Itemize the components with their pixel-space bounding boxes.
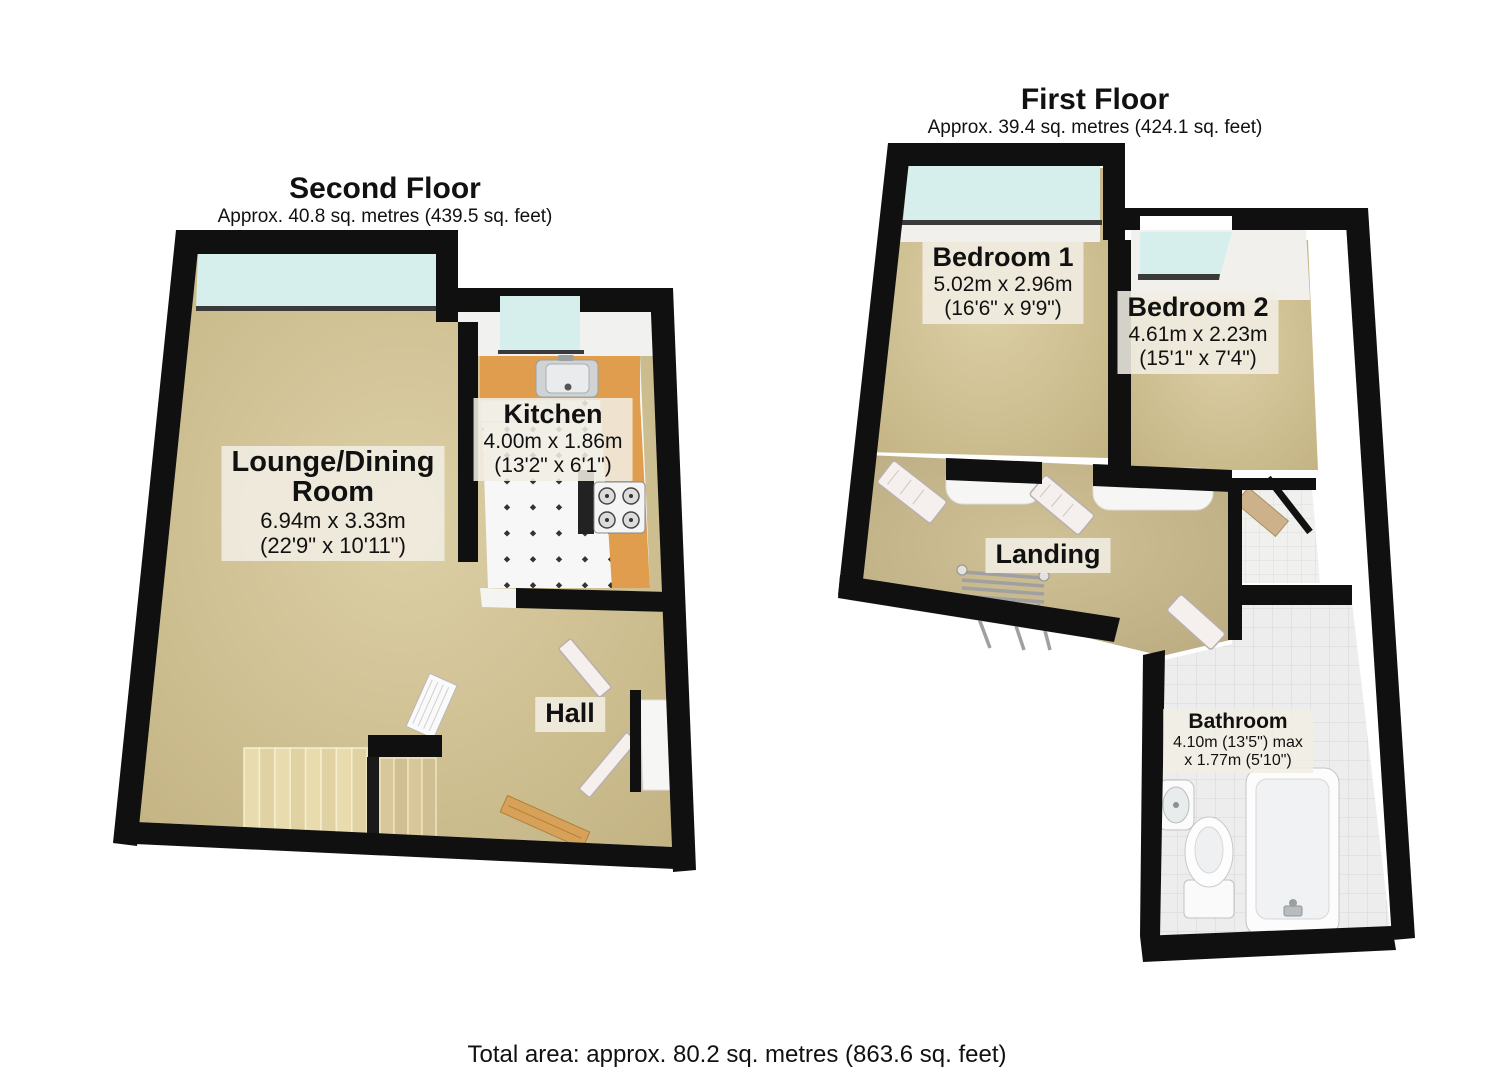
bathroom-basin (1157, 779, 1195, 831)
lounge-dims-metric: 6.94m x 3.33m (260, 507, 406, 533)
second-floor-walls (113, 230, 696, 872)
bedroom2-name: Bedroom 2 (1127, 292, 1269, 322)
bathroom-door (1166, 594, 1226, 650)
kitchen-label: Kitchen 4.00m x 1.86m (13'2" x 6'1") (473, 398, 633, 481)
hall-name: Hall (545, 698, 595, 728)
bedroom2-dims-metric: 4.61m x 2.23m (1128, 322, 1268, 346)
landing-label: Landing (985, 538, 1111, 573)
second-floor-subtitle: Approx. 40.8 sq. metres (439.5 sq. feet) (217, 206, 553, 227)
kitchen-dims-imperial: (13'2" x 6'1") (494, 453, 612, 477)
kitchen-window-sill (498, 350, 584, 354)
bedroom1-name: Bedroom 1 (932, 242, 1074, 272)
second-floor-title: Second Floor (289, 172, 481, 205)
bathroom-dims-line2: x 1.77m (5'10") (1184, 752, 1292, 770)
lounge-dims-imperial: (22'9" x 10'11") (260, 532, 406, 558)
bathroom-name: Bathroom (1188, 710, 1288, 733)
kitchen-sink-basin (545, 363, 590, 394)
bedroom1-dims-metric: 5.02m x 2.96m (933, 272, 1073, 296)
bedroom2-dims-imperial: (15'1" x 7'4") (1139, 346, 1257, 370)
lounge-window-sill (196, 306, 436, 311)
kitchen-name: Kitchen (503, 399, 603, 429)
bathtub (1245, 767, 1340, 937)
bedroom1-wall-face (900, 225, 1100, 242)
hall-radiator (405, 672, 458, 740)
hob-dots (605, 494, 633, 522)
lounge-window (196, 254, 436, 308)
bedroom2-label: Bedroom 2 4.61m x 2.23m (15'1" x 7'4") (1117, 291, 1279, 374)
stair-divider (367, 757, 379, 845)
hall-closet (639, 699, 672, 791)
kitchen-door-gap (480, 588, 516, 608)
railing-post-left (956, 564, 968, 576)
lounge-name-line2: Room (291, 476, 375, 509)
bedroom1-window (903, 166, 1100, 222)
bedroom1-window-sill (902, 220, 1102, 225)
bathroom-label: Bathroom 4.10m (13'5") max x 1.77m (5'10… (1163, 709, 1313, 774)
first-floor-subtitle: Approx. 39.4 sq. metres (424.1 sq. feet) (927, 117, 1263, 138)
bedroom1-label: Bedroom 1 5.02m x 2.96m (16'6" x 9'9") (922, 241, 1084, 324)
landing-name: Landing (995, 539, 1101, 569)
lounge-name-line1: Lounge/Dining (231, 446, 435, 478)
bedroom2-door (1029, 474, 1095, 536)
sink-tap (558, 355, 574, 361)
bathroom-dims-line1: 4.10m (13'5") max (1173, 733, 1303, 751)
kitchen-oven (578, 470, 594, 534)
entry-step-wood (499, 794, 591, 850)
bedroom2-window-sill (1138, 274, 1220, 280)
bedroom1-door (877, 460, 947, 524)
kitchen-window (500, 296, 580, 352)
sink-drain (564, 383, 572, 391)
lounge-label: Lounge/Dining Room 6.94m x 3.33m (22'9" … (221, 446, 445, 562)
bedroom2-window (1140, 232, 1232, 276)
total-area-text: Total area: approx. 80.2 sq. metres (863… (467, 1041, 1007, 1068)
hall-door-open (558, 638, 612, 698)
bedroom1-dims-imperial: (16'6" x 9'9") (944, 296, 1062, 320)
bathroom-toilet (1183, 816, 1235, 919)
hall-label: Hall (535, 697, 605, 732)
first-floor-walls (838, 143, 1415, 962)
cupboard-shelf (1234, 486, 1290, 538)
first-floor-title: First Floor (1020, 83, 1170, 116)
kitchen-dims-metric: 4.00m x 1.86m (483, 429, 623, 453)
